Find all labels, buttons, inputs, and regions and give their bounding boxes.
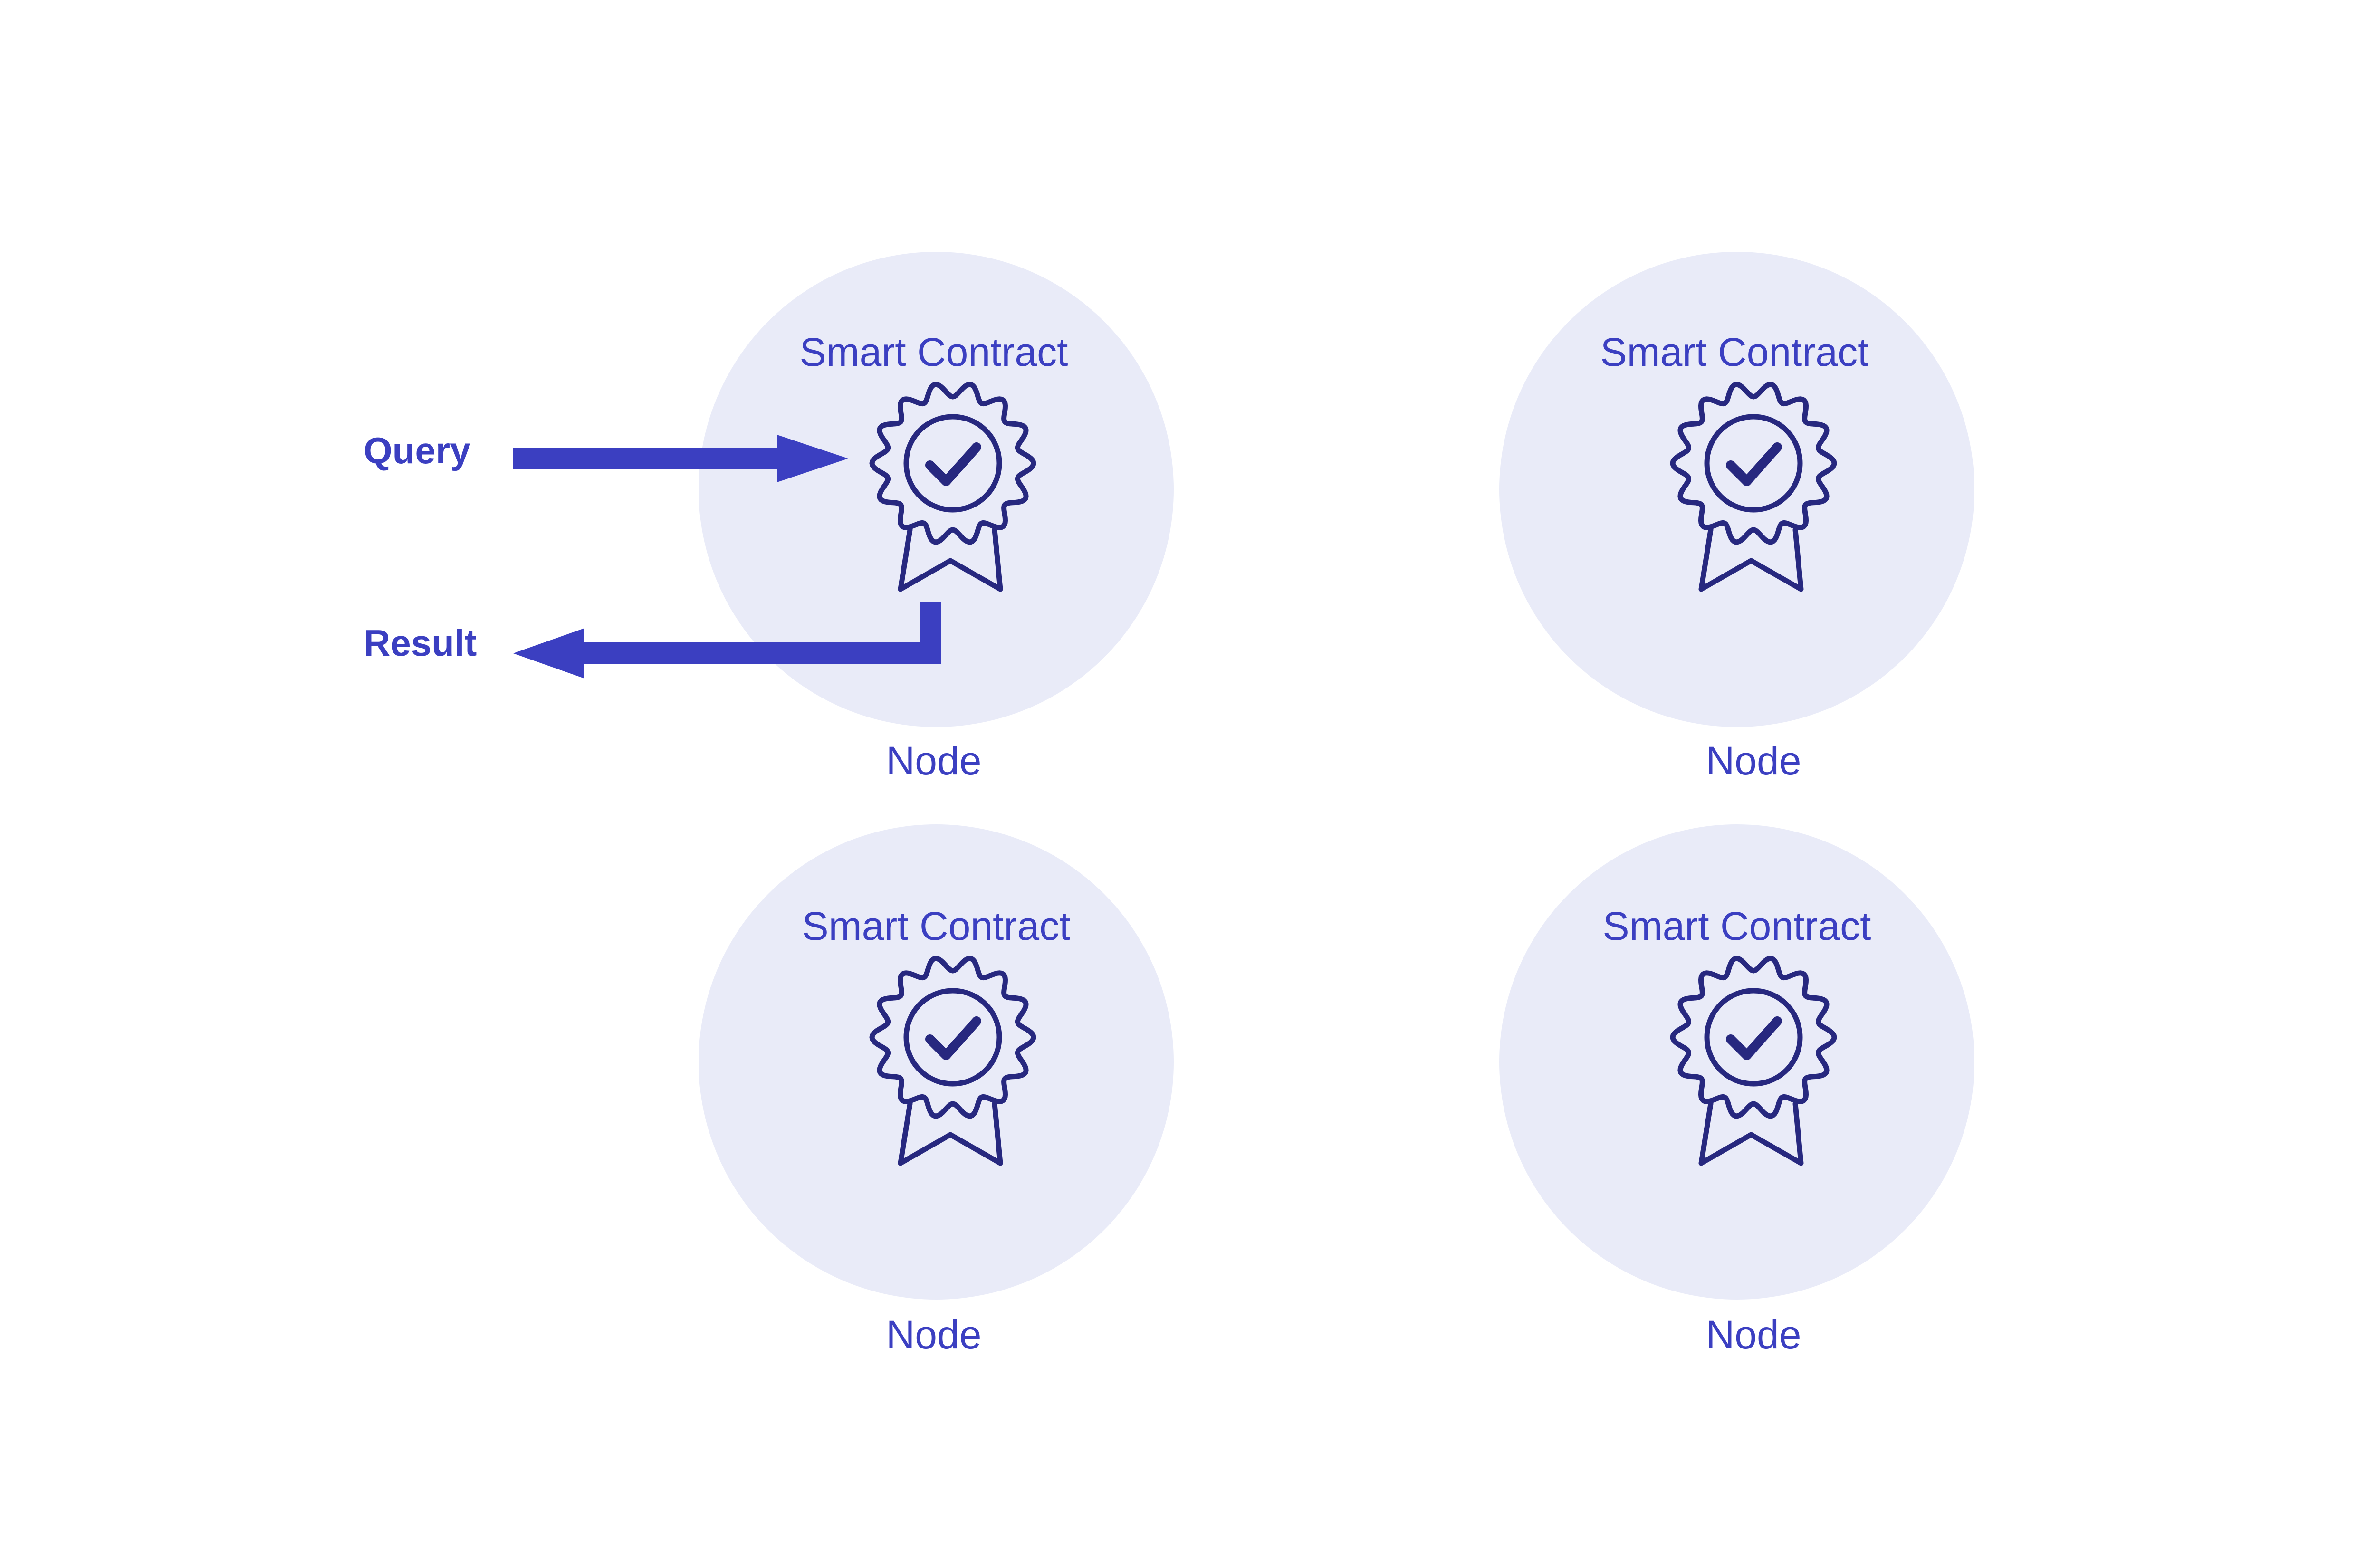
node-circle xyxy=(699,824,1174,1300)
node-card: Smart Contract Node xyxy=(699,824,1174,1357)
node-circle xyxy=(1499,824,1974,1300)
node-label: Node xyxy=(1706,1312,1801,1357)
query-label: Query xyxy=(364,430,470,471)
node-card: Smart Contract Node xyxy=(699,252,1174,783)
smart-contract-title: Smart Contract xyxy=(1600,330,1869,374)
node-label: Node xyxy=(886,738,982,783)
smart-contract-title: Smart Contract xyxy=(802,904,1071,948)
node-circle xyxy=(699,252,1174,727)
node-label: Node xyxy=(1706,738,1801,783)
node-label: Node xyxy=(886,1312,982,1357)
smart-contract-title: Smart Contract xyxy=(1603,904,1871,948)
node-card: Smart Contract Node xyxy=(1499,252,1974,783)
query-arrow xyxy=(513,435,848,482)
node-card: Smart Contract Node xyxy=(1499,824,1974,1357)
smart-contract-title: Smart Contract xyxy=(800,330,1068,374)
result-arrow xyxy=(513,602,941,679)
result-label: Result xyxy=(364,622,477,664)
node-circle xyxy=(1499,252,1974,727)
